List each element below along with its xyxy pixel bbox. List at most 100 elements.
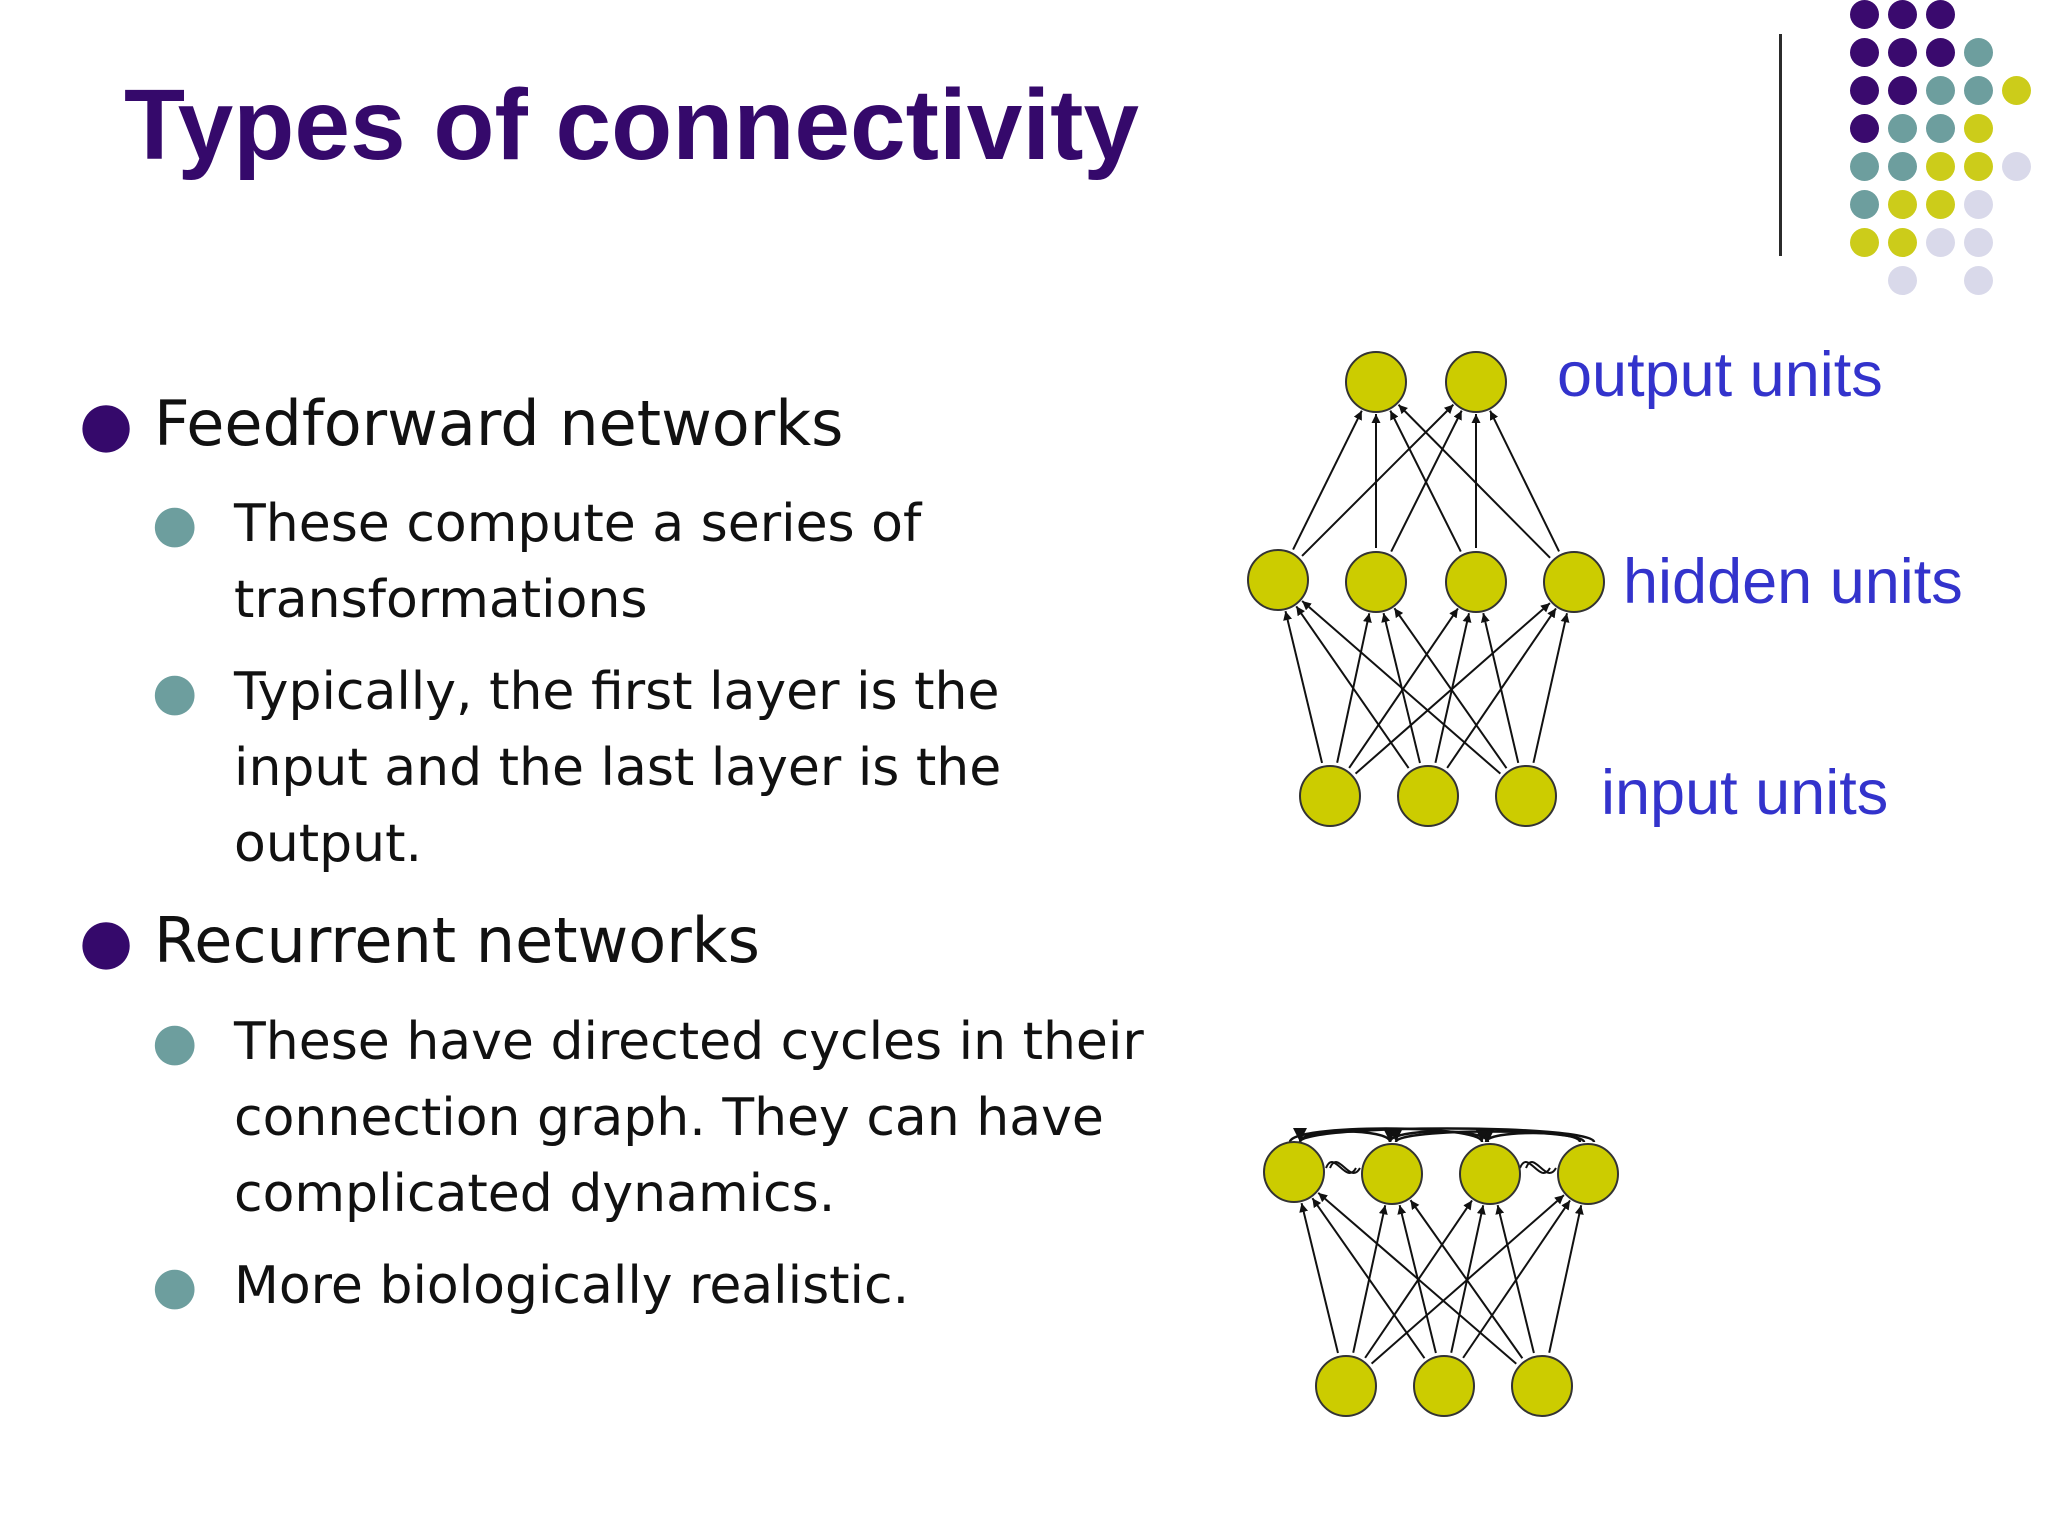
sub-bullet-marker: ● <box>152 494 198 554</box>
decorative-dot <box>1964 38 1993 67</box>
rec-edge-input-to-recurrent <box>1317 1192 1517 1365</box>
sub-bullet-cycles: ● These have directed cycles in their co… <box>152 1004 1144 1232</box>
label-output-units: output units <box>1557 340 1883 410</box>
decorative-dot <box>1850 190 1879 219</box>
sub-bullet-line: connection graph. They can have <box>234 1088 1104 1148</box>
decorative-dot <box>1888 190 1917 219</box>
decorative-dot <box>1850 152 1879 181</box>
recurrent-unit-node <box>1557 1143 1619 1205</box>
bullet-recurrent: ● Recurrent networks <box>79 904 760 977</box>
recurrent-input-node <box>1511 1355 1573 1417</box>
recurrent-self-link <box>1325 1161 1361 1174</box>
output-unit-node <box>1345 351 1407 413</box>
sub-bullet-marker: ● <box>152 1012 198 1072</box>
decorative-dot <box>1926 0 1955 29</box>
sub-bullet-line: input and the last layer is the <box>234 738 1002 798</box>
sub-bullet-line: output. <box>234 814 423 874</box>
ff-edge-input-to-hidden <box>1393 607 1508 769</box>
decorative-dot <box>1850 114 1879 143</box>
sub-bullet-line: transformations <box>234 570 648 630</box>
decorative-dot <box>1926 152 1955 181</box>
rec-edge-input-to-recurrent <box>1409 1199 1524 1359</box>
recurrent-unit-node <box>1459 1143 1521 1205</box>
bullet-marker: ● <box>79 387 134 460</box>
decorative-dot <box>1926 190 1955 219</box>
label-hidden-units: hidden units <box>1623 547 1963 617</box>
decorative-dot <box>1850 228 1879 257</box>
decorative-dot <box>1850 0 1879 29</box>
ff-edge-input-to-hidden <box>1480 612 1520 764</box>
decorative-dot <box>1926 114 1955 143</box>
bullet-marker: ● <box>79 904 134 977</box>
decorative-dot <box>2002 76 2031 105</box>
ff-edge-hidden-to-output <box>1389 410 1462 553</box>
decorative-dot <box>1888 266 1917 295</box>
decorative-dot <box>1964 190 1993 219</box>
slide-title: Types of connectivity <box>124 69 1140 181</box>
bullet-recurrent-label: Recurrent networks <box>154 904 760 977</box>
sub-bullet-layers: ● Typically, the first layer is the inpu… <box>152 654 1002 882</box>
ff-edge-hidden-to-output <box>1397 404 1551 559</box>
bullet-feedforward-label: Feedforward networks <box>154 387 844 460</box>
decorative-dot <box>1888 0 1917 29</box>
decorative-dot <box>1850 76 1879 105</box>
sub-bullet-line: These have directed cycles in their <box>234 1012 1144 1072</box>
sub-bullet-marker: ● <box>152 1256 198 1316</box>
recurrent-unit-node <box>1263 1141 1325 1203</box>
decorative-dot <box>1926 76 1955 105</box>
decorative-dot <box>1964 228 1993 257</box>
rec-edge-input-to-recurrent <box>1548 1205 1584 1353</box>
ff-edge-input-to-hidden <box>1283 610 1324 764</box>
decorative-dot <box>1964 114 1993 143</box>
recurrent-arc <box>1293 1127 1596 1144</box>
decorative-dot <box>1850 38 1879 67</box>
output-unit-node <box>1445 351 1507 413</box>
sub-bullet-line: More biologically realistic. <box>234 1256 910 1316</box>
decorative-dot <box>1888 38 1917 67</box>
rec-edge-input-to-recurrent <box>1495 1204 1535 1354</box>
sub-bullet-marker: ● <box>152 662 198 722</box>
ff-edge-hidden-to-output <box>1489 410 1560 552</box>
recurrent-arc <box>1479 1127 1582 1143</box>
sub-bullet-line: Typically, the first layer is the <box>234 662 1000 722</box>
decorative-dot <box>1888 152 1917 181</box>
sub-bullet-series: ● These compute a series of transformati… <box>152 486 922 638</box>
recurrent-self-link <box>1519 1161 1557 1174</box>
decorative-dot <box>1964 152 1993 181</box>
recurrent-unit-node <box>1361 1143 1423 1205</box>
decorative-dot <box>1926 38 1955 67</box>
decorative-dot <box>1926 228 1955 257</box>
label-input-units: input units <box>1601 758 1889 828</box>
sub-bullet-line: complicated dynamics. <box>234 1164 836 1224</box>
rec-edge-input-to-recurrent <box>1311 1197 1426 1359</box>
sub-bullet-line: These compute a series of <box>234 494 922 554</box>
ff-edge-hidden-to-output <box>1292 410 1363 550</box>
decorative-dot <box>1888 76 1917 105</box>
ff-edge-input-to-hidden <box>1301 600 1502 775</box>
decorative-dot <box>2002 152 2031 181</box>
decorative-dot <box>1888 228 1917 257</box>
decorative-dot <box>1888 114 1917 143</box>
ff-edge-hidden-to-output <box>1301 403 1455 557</box>
input-unit-node <box>1397 765 1459 827</box>
feedforward-connections <box>1283 403 1570 775</box>
bullet-feedforward: ● Feedforward networks <box>79 387 844 460</box>
ff-edge-input-to-hidden <box>1434 613 1472 764</box>
recurrent-connections <box>1288 1127 1596 1365</box>
input-unit-node <box>1299 765 1361 827</box>
ff-edge-input-to-hidden <box>1295 605 1410 769</box>
hidden-unit-node <box>1247 549 1309 611</box>
rec-edge-input-to-recurrent <box>1299 1202 1339 1354</box>
sub-bullet-biological: ● More biologically realistic. <box>152 1248 910 1324</box>
hidden-unit-node <box>1543 551 1605 613</box>
decorative-dot <box>1964 76 1993 105</box>
hidden-unit-node <box>1345 551 1407 613</box>
recurrent-input-node <box>1315 1355 1377 1417</box>
recurrent-input-node <box>1413 1355 1475 1417</box>
hidden-unit-node <box>1445 551 1507 613</box>
network-nodes <box>1247 351 1619 1417</box>
decorative-divider <box>1779 34 1782 256</box>
input-unit-node <box>1495 765 1557 827</box>
ff-edge-input-to-hidden <box>1532 613 1570 764</box>
